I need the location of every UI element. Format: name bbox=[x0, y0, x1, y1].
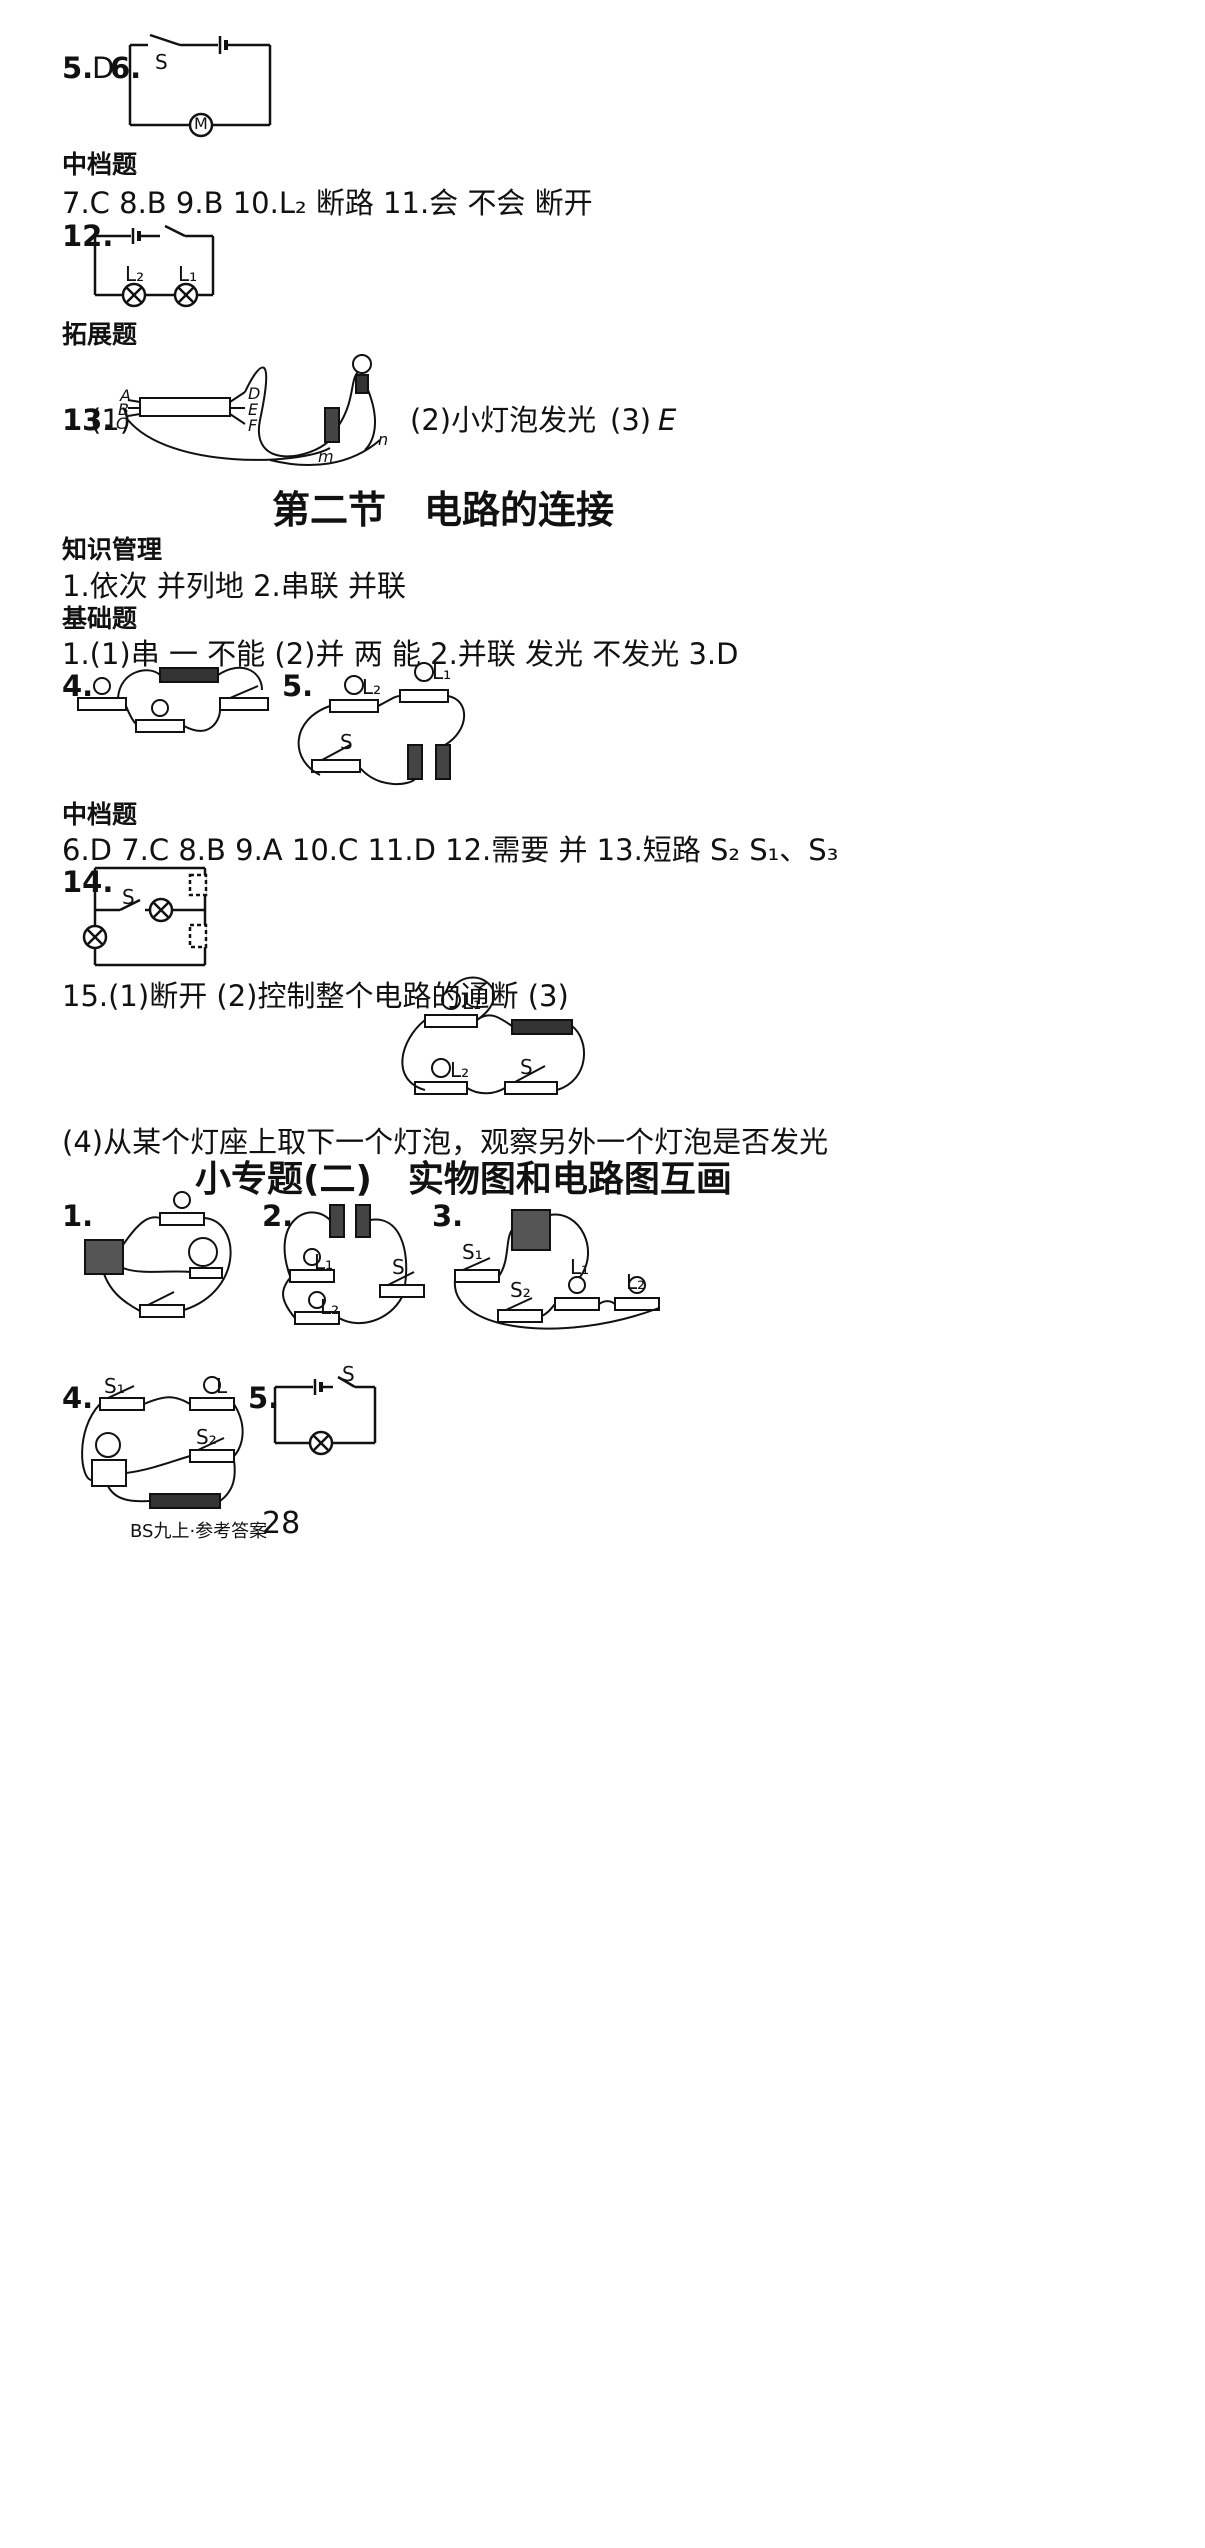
q6-circuit bbox=[128, 33, 272, 138]
q15-l1-label: L₁ bbox=[462, 990, 482, 1014]
q6-number: 6. bbox=[110, 51, 142, 85]
q13-label-m: m bbox=[318, 447, 334, 466]
q12-l2-label: L₂ bbox=[125, 262, 145, 286]
q13-number: 13. bbox=[62, 403, 114, 437]
sp4-number: 4. bbox=[62, 1381, 94, 1415]
q15-answers: 15.(1)断开 (2)控制整个电路的通断 (3) bbox=[62, 979, 569, 1013]
q13-label-e: E bbox=[248, 400, 259, 419]
mid2-answers: 6.D 7.C 8.B 9.A 10.C 11.D 12.需要 并 13.短路 … bbox=[62, 833, 839, 867]
section-mid-2: 中档题 bbox=[62, 800, 138, 829]
sp4-l-label: L bbox=[216, 1374, 228, 1398]
sp1-number: 1. bbox=[62, 1199, 94, 1233]
knowledge-answers: 1.依次 并列地 2.串联 并联 bbox=[62, 569, 406, 603]
sp5-circuit bbox=[273, 1375, 377, 1456]
sp2-figure bbox=[282, 1204, 425, 1325]
sp3-s2-label: S₂ bbox=[510, 1278, 531, 1302]
q13-label-n: n bbox=[378, 430, 389, 449]
sp5-s-label: S bbox=[342, 1362, 355, 1386]
sp3-number: 3. bbox=[432, 1199, 464, 1233]
q6-switch-label: S bbox=[155, 50, 168, 74]
sp4-s2-label: S₂ bbox=[196, 1425, 217, 1449]
section-ext: 拓展题 bbox=[62, 320, 138, 349]
section-knowledge: 知识管理 bbox=[62, 535, 163, 564]
q12-circuit bbox=[93, 224, 215, 308]
sp2-l1-label: L₁ bbox=[314, 1250, 334, 1274]
sp2-l2-label: L₂ bbox=[320, 1295, 340, 1319]
sp5-number: 5. bbox=[248, 1381, 280, 1415]
q5-number: 5. bbox=[62, 51, 94, 85]
section-basic: 基础题 bbox=[62, 604, 138, 633]
q13-label-f: F bbox=[248, 416, 258, 435]
q13-part3: (3) bbox=[610, 403, 652, 437]
q13-figure bbox=[127, 354, 381, 467]
q15-part4: (4)从某个灯座上取下一个灯泡，观察另外一个灯泡是否发光 bbox=[62, 1125, 829, 1159]
sp1-figure bbox=[84, 1191, 232, 1318]
q13-label-c: C bbox=[116, 414, 128, 433]
section-mid-1: 中档题 bbox=[62, 150, 138, 179]
basic-q5-number: 5. bbox=[282, 669, 314, 703]
sp3-l2-label: L₂ bbox=[626, 1270, 646, 1294]
answers-7-11: 7.C 8.B 9.B 10.L₂ 断路 11.会 不会 断开 bbox=[62, 186, 593, 220]
q15-s-label: S bbox=[520, 1055, 533, 1079]
q13-label-b: B bbox=[118, 400, 129, 419]
q14-s-label: S bbox=[122, 885, 135, 909]
sp3-s1-label: S₁ bbox=[462, 1240, 483, 1264]
basic-q5-l1-label: L₁ bbox=[432, 660, 452, 684]
q12-l1-label: L₁ bbox=[178, 262, 198, 286]
basic-answers: 1.(1)串 一 不能 (2)并 两 能 2.并联 发光 不发光 3.D bbox=[62, 637, 739, 671]
q5-answer: D bbox=[92, 51, 115, 85]
footer-book-label: BS九上·参考答案 bbox=[130, 1521, 268, 1542]
q13-part2: (2)小灯泡发光 bbox=[410, 403, 597, 437]
sp2-number: 2. bbox=[262, 1199, 294, 1233]
sp4-s1-label: S₁ bbox=[104, 1374, 125, 1398]
basic-q5-s-label: S bbox=[340, 730, 353, 754]
q12-number: 12. bbox=[62, 219, 114, 253]
q15-l2-label: L₂ bbox=[450, 1058, 470, 1082]
basic-q4-figure bbox=[77, 666, 269, 733]
sp3-l1-label: L₁ bbox=[570, 1255, 590, 1279]
q6-motor-label: M bbox=[194, 114, 208, 133]
section2-title: 第二节 电路的连接 bbox=[272, 488, 615, 532]
q14-circuit bbox=[82, 866, 208, 967]
basic-q4-number: 4. bbox=[62, 669, 94, 703]
basic-q5-l2-label: L₂ bbox=[362, 675, 382, 699]
q13-label-d: D bbox=[248, 384, 261, 403]
q13-part1: (1) bbox=[90, 403, 132, 437]
special-topic-title: 小专题(二) 实物图和电路图互画 bbox=[195, 1159, 732, 1200]
q14-number: 14. bbox=[62, 865, 114, 899]
q13-label-a: A bbox=[120, 386, 131, 405]
q15-figure bbox=[401, 976, 585, 1095]
page-number: 28 bbox=[262, 1506, 301, 1541]
sp2-s-label: S bbox=[392, 1255, 405, 1279]
sp3-figure bbox=[453, 1209, 660, 1330]
q13-part3-answer: E bbox=[658, 403, 677, 437]
sp4-figure bbox=[81, 1376, 244, 1509]
basic-q5-figure bbox=[297, 662, 466, 786]
